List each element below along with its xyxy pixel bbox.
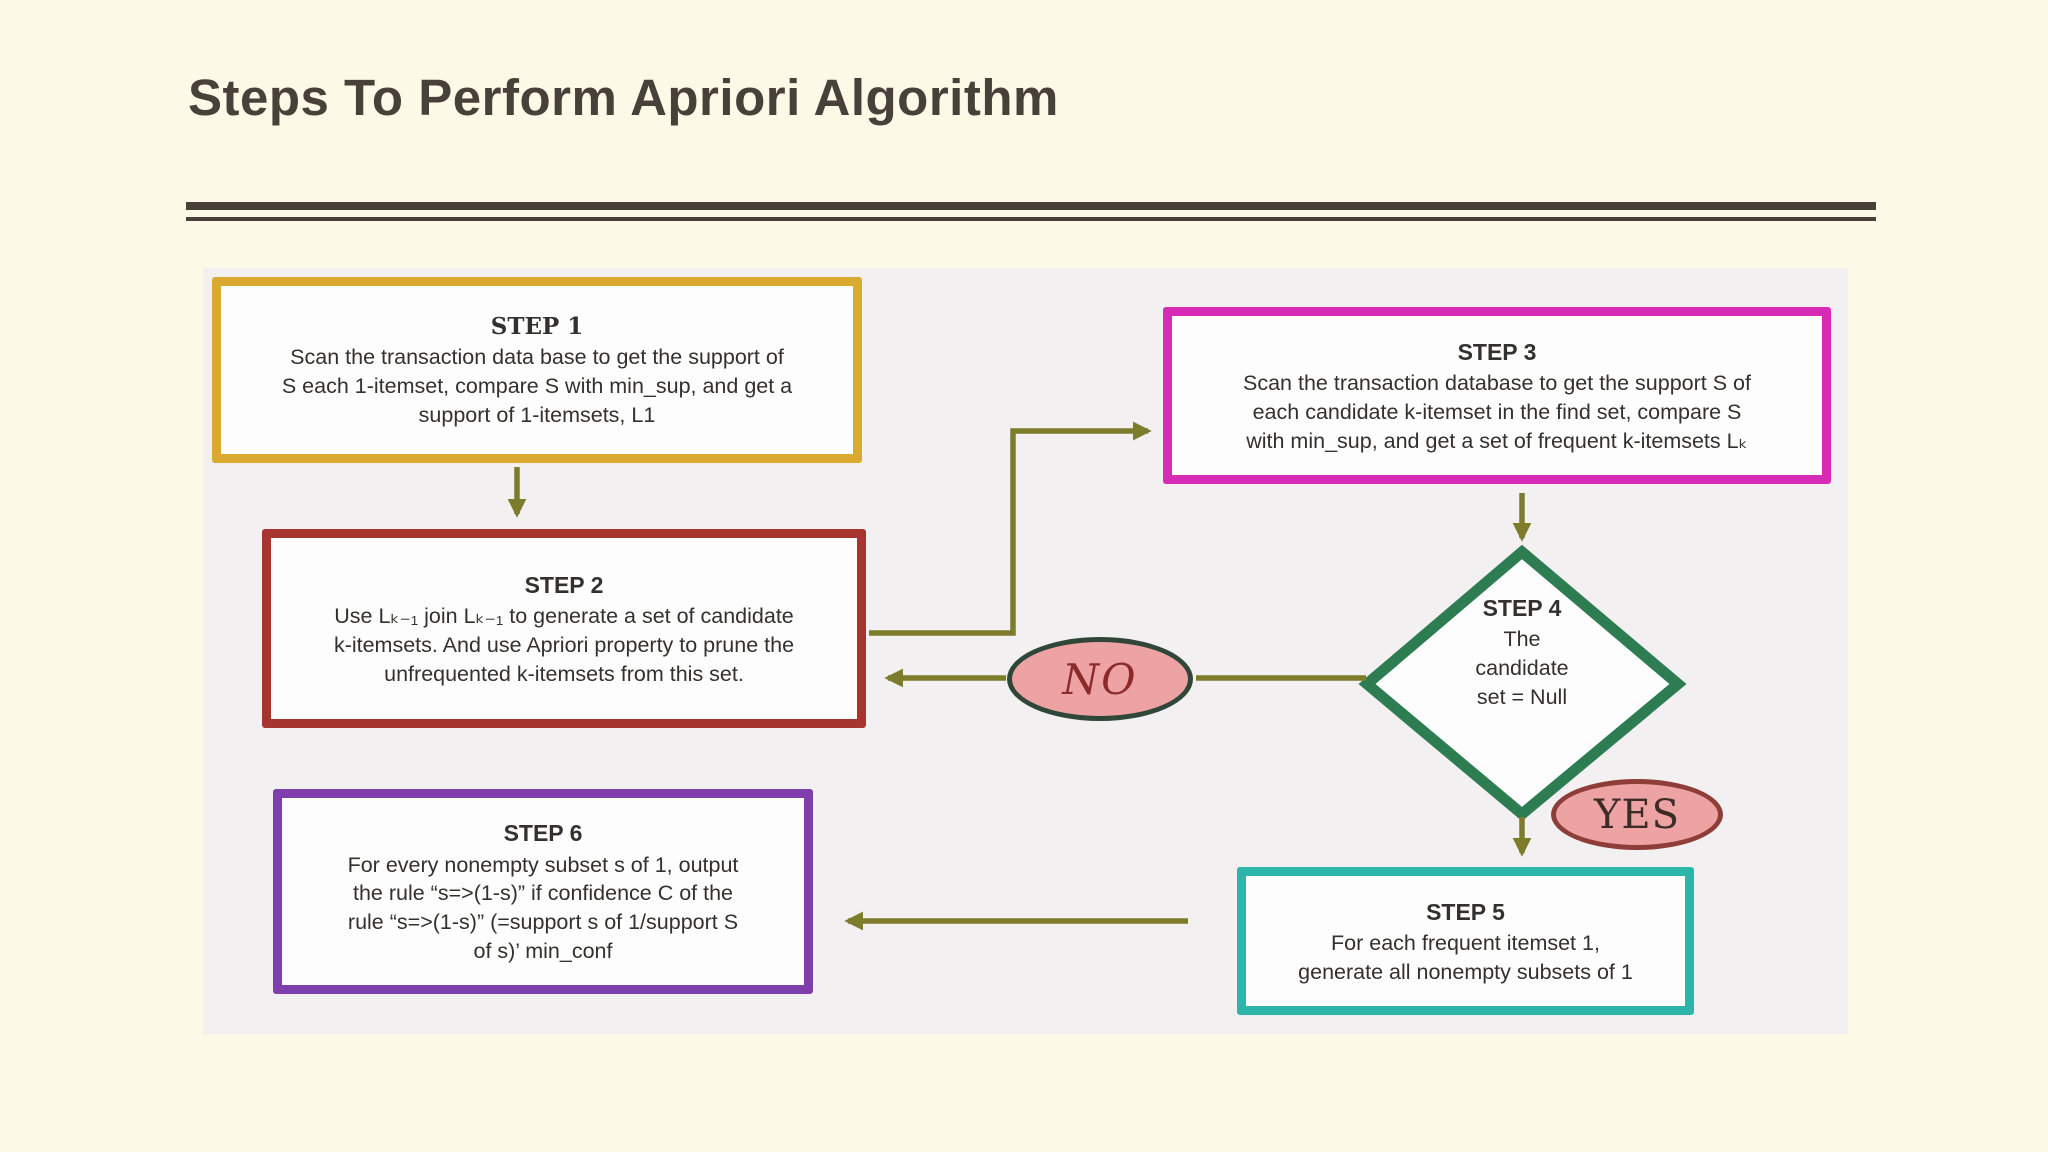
step5-text: For each frequent itemset 1, generate al…: [1298, 930, 1633, 984]
page-title: Steps To Perform Apriori Algorithm: [188, 69, 1059, 126]
step6-text: For every nonempty subset s of 1, output…: [347, 852, 739, 963]
step1-text: Scan the transaction data base to get th…: [281, 345, 793, 428]
step5-heading: STEP 5: [1426, 898, 1505, 925]
step2-box: STEP 2 Use Lₖ₋₁ join Lₖ₋₁ to generate a …: [262, 529, 866, 728]
yes-ellipse: YES: [1551, 779, 1723, 850]
step3-heading: STEP 3: [1457, 338, 1537, 365]
step1-heading: STEP 1: [490, 313, 584, 341]
step1-box: STEP 1 Scan the transaction data base to…: [212, 277, 862, 463]
step6-heading: STEP 6: [503, 820, 583, 847]
step4-label: STEP 4 The candidate set = Null: [1452, 592, 1592, 712]
title-underline-thin: [186, 217, 1876, 221]
step2-heading: STEP 2: [524, 571, 604, 598]
step5-box: STEP 5 For each frequent itemset 1, gene…: [1237, 867, 1694, 1015]
no-label: NO: [1062, 654, 1138, 704]
step4-heading: STEP 4: [1482, 595, 1562, 621]
step6-box: STEP 6 For every nonempty subset s of 1,…: [273, 789, 813, 994]
no-ellipse: NO: [1007, 637, 1193, 721]
yes-label: YES: [1593, 791, 1680, 838]
step2-text: Use Lₖ₋₁ join Lₖ₋₁ to generate a set of …: [333, 603, 795, 686]
step4-text: The candidate set = Null: [1475, 627, 1569, 709]
step3-text: Scan the transaction database to get the…: [1243, 370, 1751, 453]
title-underline-thick: [186, 202, 1876, 210]
step3-box: STEP 3 Scan the transaction database to …: [1163, 307, 1831, 484]
